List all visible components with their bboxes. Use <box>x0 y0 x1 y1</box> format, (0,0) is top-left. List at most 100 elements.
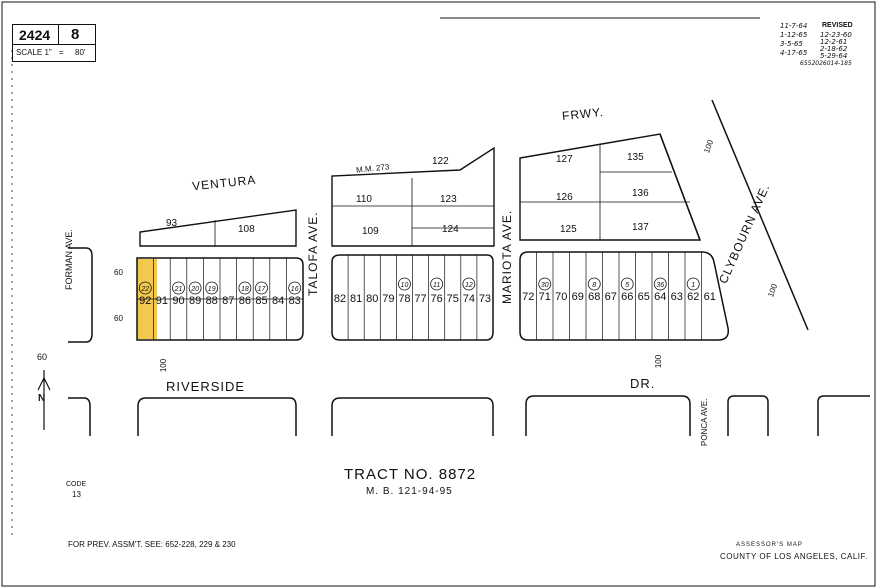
lot-number-90[interactable]: 90 <box>172 295 184 307</box>
lot-number-63[interactable]: 63 <box>671 291 683 303</box>
lot-number-74[interactable]: 74 <box>463 293 475 305</box>
svg-text:12: 12 <box>465 282 473 289</box>
revised-right-1: 12-23-60 <box>820 31 852 39</box>
parcel-circle-22[interactable]: 22 <box>138 281 152 295</box>
lot-number-80[interactable]: 80 <box>366 293 378 305</box>
parcel-circle-8[interactable]: 8 <box>587 277 601 291</box>
parcel-circle-16[interactable]: 16 <box>288 281 302 295</box>
lot-number-79[interactable]: 79 <box>382 293 394 305</box>
parcel-122[interactable]: 122 <box>432 156 449 167</box>
parcel-125[interactable]: 125 <box>560 224 577 235</box>
revised-left-2: 1-12-65 <box>780 31 808 39</box>
parcel-circle-10[interactable]: 10 <box>398 277 411 291</box>
riverside-south-blocks <box>68 395 870 436</box>
talofa-label: TALOFA AVE. <box>306 211 320 296</box>
parcel-circle-30[interactable]: 30 <box>538 277 552 291</box>
lot-number-77[interactable]: 77 <box>414 293 426 305</box>
lot-number-67[interactable]: 67 <box>605 291 617 303</box>
page-number: 8 <box>71 26 80 43</box>
parcel-circle-19[interactable]: 19 <box>205 281 219 295</box>
block-2-lot-numbers: 82 81 80 79 78 77 76 75 74 73 <box>334 293 491 305</box>
svg-text:30: 30 <box>541 282 549 289</box>
county-label: COUNTY OF LOS ANGELES, CALIF. <box>720 552 868 561</box>
parcel-circle-20[interactable]: 20 <box>188 281 202 295</box>
code-label: CODE <box>66 481 87 488</box>
svg-text:11: 11 <box>433 282 440 289</box>
scale-label: SCALE 1" <box>16 48 52 57</box>
prev-assessment: FOR PREV. ASSM'T. SEE: 652-228, 229 & 23… <box>68 540 236 549</box>
revised-left-4: 4-17-65 <box>780 49 808 57</box>
svg-text:17: 17 <box>258 286 267 293</box>
lot-number-91[interactable]: 91 <box>156 295 168 307</box>
lot-number-61[interactable]: 61 <box>704 291 716 303</box>
parcel-circle-1[interactable]: 1 <box>686 277 700 291</box>
parcel-circle-11[interactable]: 11 <box>430 277 444 291</box>
lot-number-68[interactable]: 68 <box>588 291 600 303</box>
parcel-circle-17[interactable]: 17 <box>255 281 268 295</box>
book-number: 2424 <box>19 27 51 43</box>
parcel-108[interactable]: 108 <box>238 224 255 235</box>
parcel-circle-5[interactable]: 5 <box>620 277 634 291</box>
lot-number-71[interactable]: 71 <box>539 291 551 303</box>
parcel-136[interactable]: 136 <box>632 188 649 199</box>
parcel-110[interactable]: 110 <box>356 194 372 205</box>
parcel-circle-12[interactable]: 12 <box>462 277 476 291</box>
lot-number-72[interactable]: 72 <box>522 291 534 303</box>
lot-number-65[interactable]: 65 <box>638 291 650 303</box>
dr-label: DR. <box>630 376 656 391</box>
block-3-lot-numbers: 72 71 70 69 68 67 66 65 64 63 62 61 <box>522 291 716 303</box>
svg-text:20: 20 <box>190 286 199 293</box>
lot-number-62[interactable]: 62 <box>687 291 699 303</box>
forman-ave-curb <box>68 247 93 343</box>
clybourn-ave-line <box>711 99 809 331</box>
lot-number-83[interactable]: 83 <box>289 295 301 307</box>
block-2-lot-lines <box>347 255 478 340</box>
north-letter: N <box>38 393 46 404</box>
lot-number-64[interactable]: 64 <box>654 291 666 303</box>
revised-right-2: 12-2-61 <box>820 38 848 46</box>
svg-text:21: 21 <box>174 286 183 293</box>
lot-number-89[interactable]: 89 <box>189 295 201 307</box>
parcel-137[interactable]: 137 <box>632 222 649 233</box>
forman-label: FORMAN AVE. <box>64 229 74 290</box>
lot-number-70[interactable]: 70 <box>555 291 567 303</box>
lot-number-78[interactable]: 78 <box>398 293 410 305</box>
lot-number-92[interactable]: 92 <box>139 295 151 307</box>
lot-number-84[interactable]: 84 <box>272 295 284 307</box>
north-distance: 60 <box>37 352 48 362</box>
lot-number-73[interactable]: 73 <box>479 293 491 305</box>
scale-box: SCALE 1" = 80' <box>12 44 96 62</box>
lot-number-87[interactable]: 87 <box>222 295 234 307</box>
page-number-box: 8 <box>58 24 96 46</box>
lot-number-76[interactable]: 76 <box>431 293 443 305</box>
svg-text:36: 36 <box>656 282 664 289</box>
svg-text:19: 19 <box>208 286 216 293</box>
lot-number-66[interactable]: 66 <box>621 291 633 303</box>
parcel-123[interactable]: 123 <box>440 194 457 205</box>
lot-number-85[interactable]: 85 <box>255 295 267 307</box>
lot-number-75[interactable]: 75 <box>447 293 459 305</box>
scale-value: 80' <box>75 48 86 57</box>
lot-number-69[interactable]: 69 <box>572 291 584 303</box>
parcel-93[interactable]: 93 <box>166 218 178 229</box>
parcel-circle-21[interactable]: 21 <box>172 281 185 295</box>
parcel-circle-18[interactable]: 18 <box>238 281 252 295</box>
parcel-circle-36[interactable]: 36 <box>653 277 667 291</box>
mariota-label: MARIOTA AVE. <box>500 209 514 304</box>
parcel-126[interactable]: 126 <box>556 192 573 203</box>
parcel-127[interactable]: 127 <box>556 154 573 165</box>
parcel-124[interactable]: 124 <box>442 224 459 235</box>
block-3-parcel-circles: 30 8 5 36 1 <box>538 277 700 291</box>
lot-number-82[interactable]: 82 <box>334 293 346 305</box>
tract-name: TRACT NO. 8872 <box>344 466 477 483</box>
svg-text:10: 10 <box>401 282 409 289</box>
parcel-109[interactable]: 109 <box>362 226 379 237</box>
block-1-lot-numbers: 92 91 90 89 88 87 86 85 84 83 <box>139 295 301 307</box>
lot-number-81[interactable]: 81 <box>350 293 362 305</box>
lot-number-88[interactable]: 88 <box>206 295 218 307</box>
book-number-box: 2424 <box>12 24 60 46</box>
lot-number-86[interactable]: 86 <box>239 295 251 307</box>
parcel-135[interactable]: 135 <box>627 152 644 163</box>
